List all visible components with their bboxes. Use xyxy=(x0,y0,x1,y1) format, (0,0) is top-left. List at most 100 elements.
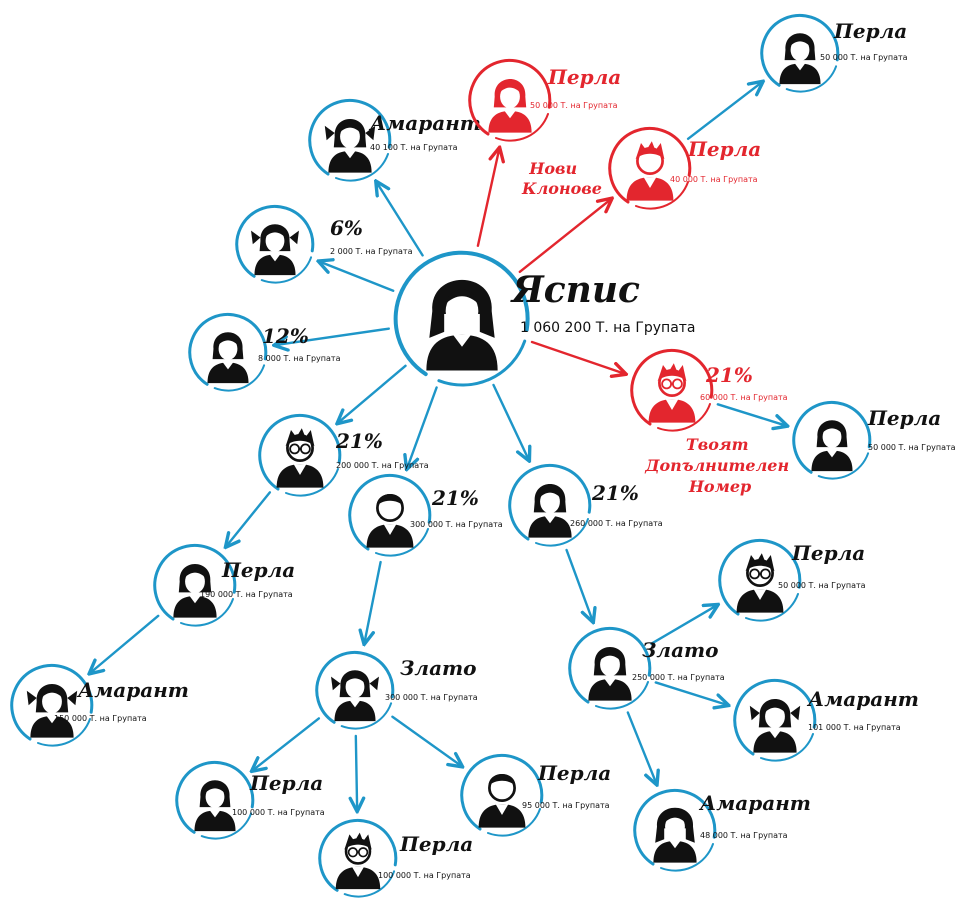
person-node-n_c1: Злато 250 000 Т. на Групата xyxy=(568,626,725,710)
node-points: 50 000 Т. на Групата xyxy=(530,101,618,110)
connector-root-to-n_p6 xyxy=(320,262,395,292)
connector-n_r2-to-n_tr xyxy=(686,82,762,140)
node-ring-tail xyxy=(487,808,541,837)
connector-root-to-n_r1 xyxy=(476,149,499,247)
node-name: Амарант xyxy=(806,687,919,711)
connector-root-to-n_r3 xyxy=(530,340,625,374)
node-name: Перла xyxy=(547,65,621,89)
node-name: Злато xyxy=(642,638,719,662)
node-ring-tail xyxy=(340,702,393,730)
node-name: 12% xyxy=(262,324,309,348)
node-ring-tail xyxy=(495,113,549,142)
connector-n_r3-to-n_rp xyxy=(716,403,786,425)
person-node-n_c13: Амарант 48 000 Т. на Групата xyxy=(633,788,811,872)
node-ring xyxy=(315,650,395,724)
node-name: 21% xyxy=(335,429,383,453)
connector-n_b1-to-n_b12 xyxy=(356,734,357,810)
extra-number-note: Твоят Допълнителен Номер xyxy=(644,435,794,496)
node-name: Перла xyxy=(249,771,323,795)
node-ring-tail xyxy=(535,518,589,547)
node-ring-tail xyxy=(760,733,814,762)
woman-avatar-icon xyxy=(811,420,853,472)
node-ring-tail xyxy=(817,452,870,480)
node-name: 21% xyxy=(431,486,479,510)
node-ring xyxy=(153,543,237,621)
person-node-n_r2: Перла 40 000 Т. на Групата xyxy=(608,126,761,210)
connector-n_c-to-n_c1 xyxy=(565,548,593,621)
extra-number-line-3: Номер xyxy=(688,477,751,496)
node-ring xyxy=(460,753,544,831)
node-points: 50 000 Т. на Групата xyxy=(820,53,908,62)
node-points: 200 000 Т. на Групата xyxy=(336,461,429,470)
node-points: 100 000 Т. на Групата xyxy=(232,808,325,817)
node-ring-tail xyxy=(180,598,234,627)
node-name: Яспис xyxy=(510,269,640,311)
node-ring-tail xyxy=(595,681,649,710)
connector-root-to-n_p12 xyxy=(276,327,390,345)
node-points: 150 000 Т. на Групата xyxy=(54,714,147,723)
woman-avatar-icon xyxy=(488,79,532,133)
node-name: Перла xyxy=(687,137,761,161)
boy-glasses-avatar-icon xyxy=(648,363,696,423)
node-points: 300 000 Т. на Групата xyxy=(410,520,503,529)
connector-n_b-to-n_b1 xyxy=(364,560,382,643)
node-ring-tail xyxy=(375,528,429,557)
connector-n_b1-to-n_b11 xyxy=(253,717,321,770)
person-node-n_r3: 21%60 000 Т. на Групата xyxy=(630,348,788,432)
person-node-n_r1: Перла 50 000 Т. на Групата xyxy=(468,58,621,142)
node-ring xyxy=(235,204,315,278)
woman-avatar-icon xyxy=(528,484,572,538)
extra-number-line-2: Допълнителен xyxy=(644,456,789,475)
node-name: Перла xyxy=(867,406,941,430)
connector-n_a1-to-n_a2 xyxy=(90,614,160,673)
node-points: 101 000 Т. на Групата xyxy=(808,723,901,732)
boy-glasses-avatar-icon xyxy=(276,428,324,488)
connector-root-to-n_r2 xyxy=(518,199,611,274)
new-clones-note: Нови Клонове xyxy=(521,159,602,198)
connector-root-to-n_c xyxy=(492,383,529,460)
node-ring-tail xyxy=(635,181,689,210)
node-name: Перла xyxy=(221,558,295,582)
node-ring xyxy=(508,463,592,541)
girl-pigtails-avatar-icon xyxy=(26,684,78,738)
node-ring xyxy=(760,13,840,87)
node-name: Перла xyxy=(537,761,611,785)
node-name: 6% xyxy=(330,216,363,240)
node-ring xyxy=(792,400,872,474)
new-clones-line-1: Нови xyxy=(528,159,577,178)
extra-number-line-1: Твоят xyxy=(686,435,749,454)
node-ring xyxy=(733,678,817,756)
woman-avatar-icon xyxy=(194,780,236,832)
person-node-n_c12: Амарант 101 000 Т. на Групата xyxy=(733,678,919,762)
node-ring xyxy=(258,413,342,491)
node-name: Амарант xyxy=(698,791,811,815)
node-points: 2 000 Т. на Групата xyxy=(330,247,413,256)
node-points: 48 000 Т. на Групата xyxy=(700,831,788,840)
node-points: 100 000 Т. на Групата xyxy=(378,871,471,880)
node-ring-tail xyxy=(335,153,389,182)
girl-pigtails-avatar-icon xyxy=(251,224,299,276)
node-ring xyxy=(633,788,717,866)
man-avatar-icon xyxy=(366,494,414,548)
girl-pigtails-avatar-icon xyxy=(324,119,376,173)
boy-glasses-avatar-icon xyxy=(736,553,784,613)
node-ring xyxy=(308,98,392,176)
node-ring-tail xyxy=(200,812,253,840)
node-name: Амарант xyxy=(76,678,189,702)
girl-pigtails-avatar-icon xyxy=(331,670,379,722)
connector-root-to-n_a xyxy=(338,364,407,423)
node-ring xyxy=(188,312,268,386)
connector-n_b1-to-n_b13 xyxy=(391,715,461,766)
node-ring xyxy=(318,818,398,892)
node-points: 250 000 Т. на Групата xyxy=(632,673,725,682)
node-points: 40 000 Т. на Групата xyxy=(670,175,758,184)
connector-n_c1-to-n_c11 xyxy=(650,605,716,645)
node-name: Амарант xyxy=(368,111,481,135)
